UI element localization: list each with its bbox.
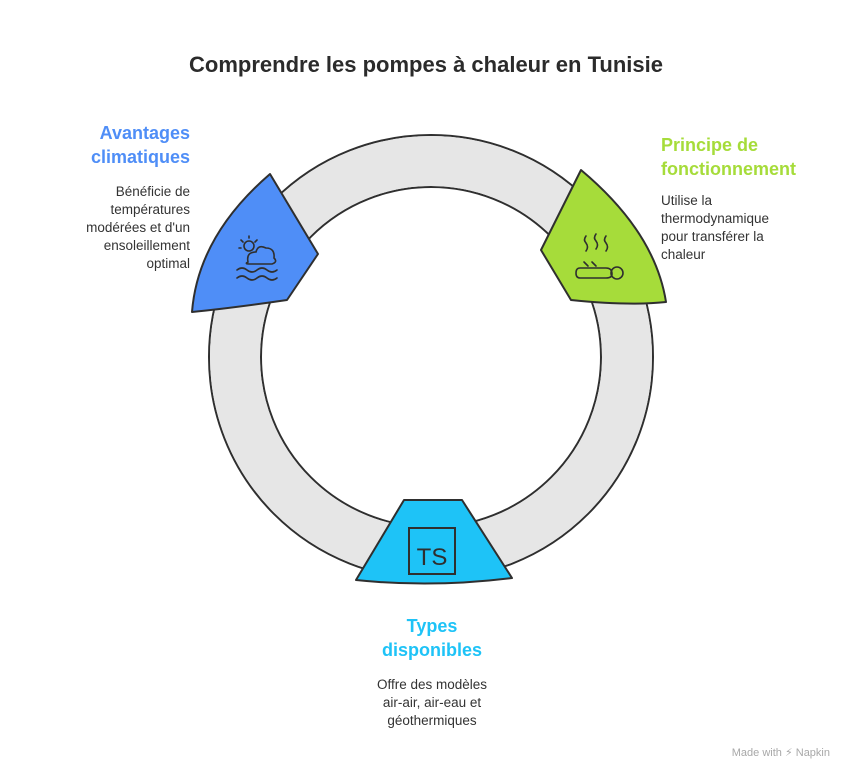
- principe-desc-line3: pour transférer la: [661, 229, 764, 244]
- types-desc-line1: Offre des modèles: [376, 677, 488, 692]
- avantages-desc-line1: Bénéficie de: [115, 184, 190, 199]
- ts-icon-text: TS: [417, 544, 448, 571]
- types-title: Types disponibles: [332, 614, 532, 662]
- types-desc-line2: air-air, air-eau et: [382, 695, 482, 710]
- avantages-desc-line2: températures: [110, 202, 190, 217]
- diagram-title: Comprendre les pompes à chaleur en Tunis…: [189, 52, 663, 77]
- avantages-title-line2: climatiques: [90, 147, 190, 167]
- types-title-line1: Types: [406, 616, 458, 636]
- segment-principe: [540, 169, 667, 305]
- made-with-napkin: Made with ⚡ Napkin: [732, 746, 830, 759]
- segment-avantages: [191, 173, 319, 313]
- napkin-brand-text: Napkin: [795, 747, 830, 759]
- principe-description: Utilise la thermodynamique pour transfér…: [661, 192, 769, 264]
- avantages-title: Avantages climatiques: [91, 121, 190, 169]
- made-with-text: Made with: [731, 747, 782, 759]
- principe-title-line2: fonctionnement: [661, 159, 796, 179]
- types-desc-line3: géothermiques: [387, 713, 477, 728]
- principe-desc-line1: Utilise la: [661, 193, 713, 208]
- principe-desc-line2: thermodynamique: [661, 211, 770, 226]
- steam-heat-icon: [575, 233, 624, 280]
- segment-types: [355, 499, 513, 585]
- avantages-description: Bénéficie de températures modérées et d'…: [86, 183, 190, 273]
- types-title-line2: disponibles: [381, 640, 482, 660]
- principe-title-line1: Principe de: [661, 135, 759, 155]
- principe-desc-line4: chaleur: [661, 247, 706, 262]
- avantages-desc-line4: ensoleillement: [103, 238, 190, 253]
- types-description: Offre des modèles air-air, air-eau et gé…: [332, 676, 532, 730]
- avantages-title-line1: Avantages: [99, 123, 190, 143]
- napkin-logo-icon: ⚡: [784, 747, 793, 759]
- ts-icon: TS: [408, 527, 456, 575]
- principe-title: Principe de fonctionnement: [661, 133, 796, 181]
- weather-sun-cloud-waves-icon: [236, 235, 278, 281]
- avantages-desc-line3: modérées et d'un: [86, 220, 190, 235]
- avantages-desc-line5: optimal: [146, 256, 190, 271]
